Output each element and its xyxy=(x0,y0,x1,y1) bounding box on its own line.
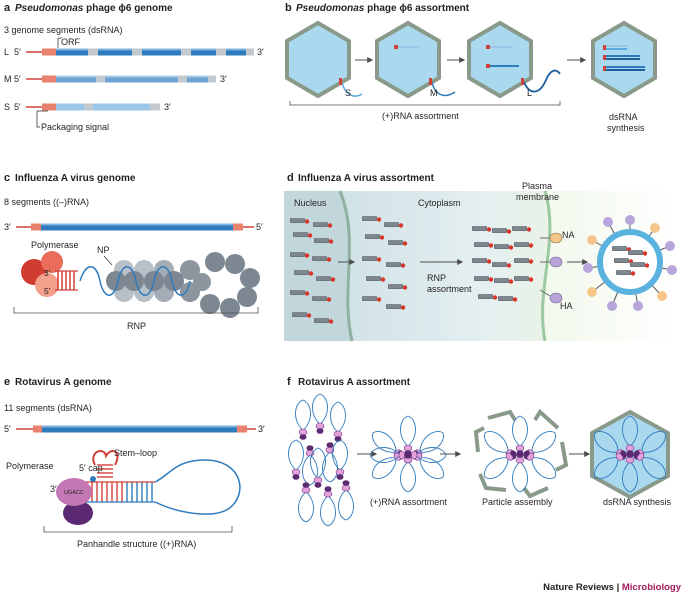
rnp-assortment-1: RNP xyxy=(427,273,446,283)
cytoplasm-label: Cytoplasm xyxy=(418,198,461,208)
orf-label: ORF xyxy=(61,37,81,47)
panhandle-label: Panhandle structure ((+)RNA) xyxy=(77,539,196,549)
plasma-membrane xyxy=(541,190,552,342)
rota-three-prime: 3′ xyxy=(258,424,265,434)
rnp-assortment-2: assortment xyxy=(427,284,472,294)
polymerase-body-upper xyxy=(56,478,92,506)
segment-m-five-prime: 5′ xyxy=(14,74,21,84)
step-1-label: (+)RNA assortment xyxy=(370,497,447,507)
journal-section: Microbiology xyxy=(622,582,682,593)
polymerase-label-e: Polymerase xyxy=(6,461,54,471)
panel-e-letter: e xyxy=(4,376,10,388)
assortment-bracket-label: (+)RNA assortment xyxy=(382,111,459,121)
stem-loop xyxy=(92,450,119,466)
panel-a-title: Pseudomonas phage ϕ6 genome xyxy=(15,3,173,14)
journal-separator: | xyxy=(614,582,622,593)
segment-l-bar xyxy=(56,48,254,56)
panel-c-title: Influenza A virus genome xyxy=(15,173,136,184)
panel-d: d Influenza A virus assortment Nucleus C… xyxy=(284,172,680,342)
panel-a-letter: a xyxy=(4,2,11,14)
panel-e-subtitle: 11 segments (dsRNA) xyxy=(4,403,92,413)
polymerase-subunit-2 xyxy=(41,251,63,273)
segment-s-three-prime: 3′ xyxy=(164,102,171,112)
panel-b: b Pseudomonas phage ϕ6 assortment S M L xyxy=(285,2,657,133)
panel-a-title-rest: phage ϕ6 genome xyxy=(83,3,173,14)
polymerase-body-lower xyxy=(63,501,93,525)
ha-label: HA xyxy=(560,301,573,311)
capsid-1 xyxy=(285,20,351,99)
step-2-label: Particle assembly xyxy=(482,497,553,507)
na-label: NA xyxy=(562,230,575,240)
assortment-bracket xyxy=(289,101,561,106)
segment-l-label: L xyxy=(4,47,9,57)
panel-a-subtitle: 3 genome segments (dsRNA) xyxy=(4,25,123,35)
motif-label: UGACC xyxy=(64,490,84,496)
rota-segments-assorted xyxy=(367,415,449,493)
np-beads xyxy=(106,252,260,318)
segment-m-label: M xyxy=(4,74,12,84)
rota-segments-free xyxy=(288,393,354,527)
panel-b-title-rest: phage ϕ6 assortment xyxy=(364,3,469,14)
cap-dot xyxy=(90,476,96,482)
segment-s-label: S xyxy=(4,102,10,112)
polymerase-subunit-3 xyxy=(35,273,59,297)
panel-d-letter: d xyxy=(287,172,294,184)
np-label: NP xyxy=(97,245,110,255)
rna-helix xyxy=(79,266,191,296)
capsid-1-segment-label: S xyxy=(345,88,351,98)
influenza-virion xyxy=(583,215,677,311)
pol-three-prime-e: 3′ xyxy=(50,484,57,494)
journal-credit: Nature Reviews | Microbiology xyxy=(543,582,682,593)
panel-c-subtitle: 8 segments ((–)RNA) xyxy=(4,197,89,207)
panel-d-title: Influenza A virus assortment xyxy=(298,173,435,184)
segment-m-bar xyxy=(56,75,216,83)
panel-f-title: Rotavirus A assortment xyxy=(298,377,411,388)
capsid-2 xyxy=(375,20,441,99)
segment-l-three-prime: 3′ xyxy=(257,47,264,57)
rnp-label: RNP xyxy=(127,321,146,331)
packaging-signal-label: Packaging signal xyxy=(41,122,109,132)
panhandle-loop xyxy=(154,459,241,515)
panel-e-title: Rotavirus A genome xyxy=(15,377,112,388)
segment-s-bar xyxy=(56,103,160,111)
cap-label: 5′ cap xyxy=(79,463,103,473)
step-3-label: dsRNA synthesis xyxy=(603,497,672,507)
panel-b-title: Pseudomonas phage ϕ6 assortment xyxy=(296,3,470,14)
segment-l-five-prime: 5′ xyxy=(14,47,21,57)
segment-s-five-prime: 5′ xyxy=(14,102,21,112)
panel-a: a Pseudomonas phage ϕ6 genome 3 genome s… xyxy=(4,2,264,132)
synthesis-line-2: synthesis xyxy=(607,123,645,133)
panel-f: f Rotavirus A assortment xyxy=(287,376,672,527)
segment-five-prime: 5′ xyxy=(256,222,263,232)
capsid-3-segment-label: L xyxy=(527,88,532,98)
influenza-segment-bar xyxy=(41,223,233,231)
plasma-label-2: membrane xyxy=(516,192,559,202)
panel-c-letter: c xyxy=(4,172,10,184)
rota-segment-bar xyxy=(42,425,237,433)
panel-c: c Influenza A virus genome 8 segments ((… xyxy=(4,172,263,331)
segment-m-three-prime: 3′ xyxy=(220,74,227,84)
journal-name: Nature Reviews xyxy=(543,582,614,593)
panel-e: e Rotavirus A genome 11 segments (dsRNA)… xyxy=(4,376,265,549)
plasma-label-1: Plasma xyxy=(522,181,552,191)
polymerase-label: Polymerase xyxy=(31,240,79,250)
capsid-3 xyxy=(467,20,533,99)
pol-three-prime: 3′ xyxy=(44,268,51,278)
rota-five-prime: 5′ xyxy=(4,424,11,434)
panel-b-title-italic: Pseudomonas xyxy=(296,3,365,14)
segment-three-prime: 3′ xyxy=(4,222,11,232)
pol-five-prime: 5′ xyxy=(44,286,51,296)
synthesis-line-1: dsRNA xyxy=(609,112,638,122)
stem-loop-label: Stem–loop xyxy=(114,448,157,458)
capsid-2-segment-label: M xyxy=(430,88,438,98)
nucleus-area xyxy=(284,191,352,341)
particle-assembly xyxy=(473,408,569,499)
nucleus-label: Nucleus xyxy=(294,198,327,208)
panel-a-title-italic: Pseudomonas xyxy=(15,3,84,14)
panel-f-letter: f xyxy=(287,376,291,388)
packaging-signal-box xyxy=(42,48,56,56)
panel-b-letter: b xyxy=(285,2,292,14)
